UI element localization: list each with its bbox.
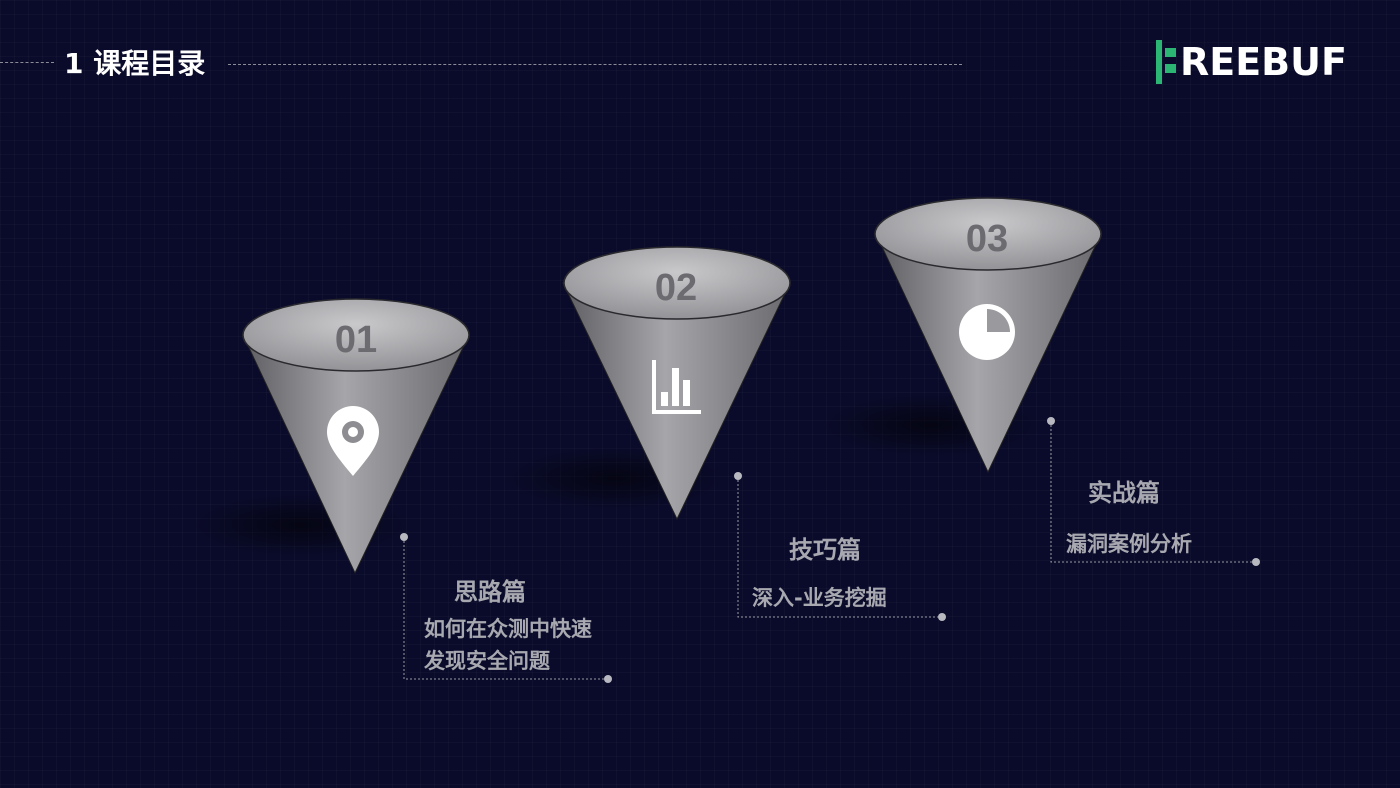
connector-01 [403, 537, 608, 680]
logo-text: REEBUF [1180, 40, 1347, 84]
freebuf-f-logo-icon [1156, 40, 1176, 84]
item-title-01: 思路篇 [454, 578, 526, 606]
freebuf-logo: REEBUF [1156, 40, 1347, 84]
connector-dot [1047, 417, 1055, 425]
connector-dot [734, 472, 742, 480]
cone-number-01: 01 [335, 319, 377, 361]
connector-dot [1252, 558, 1260, 566]
location-pin-icon [327, 406, 379, 476]
bar-chart-icon [652, 360, 701, 414]
pie-chart-icon [959, 304, 1015, 360]
item-title-02: 技巧篇 [789, 536, 861, 564]
cone-number-03: 03 [966, 218, 1008, 260]
header-divider-right [228, 64, 962, 65]
item-desc-01-line1: 如何在众测中快速 [424, 617, 592, 641]
header-divider-left [0, 62, 54, 63]
connector-02 [737, 476, 942, 618]
cone-number-02: 02 [655, 267, 697, 309]
connector-dot [400, 533, 408, 541]
item-title-03: 实战篇 [1088, 479, 1160, 507]
item-desc-02: 深入-业务挖掘 [752, 586, 887, 610]
item-desc-01-line2: 发现安全问题 [424, 649, 550, 673]
connector-03 [1050, 421, 1256, 563]
connector-dot [604, 675, 612, 683]
cone-01: 01 [242, 298, 470, 575]
connector-dot [938, 613, 946, 621]
cone-03: 03 [874, 197, 1102, 474]
cone-02: 02 [562, 246, 791, 521]
section-title: 1 课程目录 [64, 47, 206, 80]
item-desc-03: 漏洞案例分析 [1066, 532, 1192, 556]
